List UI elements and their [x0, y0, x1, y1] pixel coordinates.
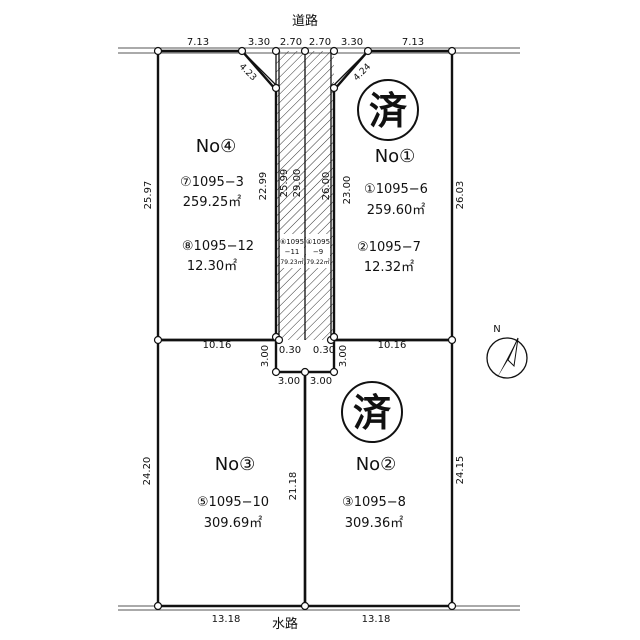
lot-no3-number: ⑤1095−10	[197, 495, 269, 510]
strip-right-label-bg	[306, 234, 330, 268]
dim-top-a: 3.30	[248, 37, 270, 48]
lot-no2-area: 309.36㎡	[345, 516, 404, 531]
dim-bottom-right: 13.18	[362, 614, 391, 625]
dim-center-vertical: 21.18	[288, 472, 299, 501]
lot-no3-area: 309.69㎡	[204, 516, 263, 531]
sold-stamp-no2-circle	[341, 381, 403, 443]
north-arrow-compass: N	[486, 324, 528, 379]
lot-no4-area-2: 12.30㎡	[187, 259, 237, 274]
dim-no1-left: 23.00	[342, 176, 353, 205]
strip-left-lot: ⑥1095	[280, 238, 304, 246]
dim-bottom-strip-right: 3.00	[310, 376, 332, 387]
boundary-post	[447, 335, 457, 345]
dim-no4-left: 25.97	[143, 181, 154, 210]
strip-right-lot-suffix: −9	[313, 248, 323, 256]
boundary-post	[447, 46, 457, 56]
north-label: N	[493, 324, 500, 335]
dim-no1-right: 26.03	[455, 181, 466, 210]
boundary-post	[271, 46, 281, 56]
boundary-posts	[153, 46, 457, 611]
lot-no4-area: 259.25㎡	[183, 195, 242, 210]
lot-no2-title: No②	[356, 454, 397, 475]
lot-no1-title: No①	[375, 146, 416, 167]
lot-no4-title: No④	[196, 136, 237, 157]
dim-strip-l2: 29.00	[292, 169, 303, 198]
boundary-post	[363, 46, 373, 56]
lot-no2-number: ③1095−8	[342, 495, 406, 510]
dim-top-c: 2.70	[309, 37, 331, 48]
corner-cut-right	[330, 50, 369, 89]
boundary-post	[300, 367, 310, 377]
dim-bottom-left: 13.18	[212, 614, 241, 625]
dim-small-left: 0.30	[279, 345, 301, 356]
sold-stamp-no1-circle	[357, 79, 419, 141]
lot-no1-area: 259.60㎡	[367, 203, 426, 218]
boundary-post	[271, 367, 281, 377]
sold-stamp-no1: 済	[369, 89, 408, 133]
boundary-post	[153, 601, 163, 611]
strip-right-area: 79.22㎡	[306, 258, 329, 266]
dim-top-left: 7.13	[187, 37, 209, 48]
waterway-label: 水路	[272, 616, 298, 632]
boundary-post	[274, 335, 284, 345]
boundary-post	[153, 46, 163, 56]
boundary-post	[329, 46, 339, 56]
strip-left-lot-suffix: −11	[285, 248, 300, 256]
boundary-post	[447, 601, 457, 611]
dim-mid-left: 10.16	[203, 340, 232, 351]
boundary-post	[237, 46, 247, 56]
lot-no1-number: ①1095−6	[364, 182, 428, 197]
dim-top-b: 2.70	[280, 37, 302, 48]
dim-strip-l1: 25.99	[279, 169, 290, 198]
lot-no4-number-2: ⑧1095−12	[182, 239, 254, 254]
boundary-post	[329, 83, 339, 93]
boundary-post	[271, 83, 281, 93]
dim-top-right: 7.13	[402, 37, 424, 48]
boundary-post	[329, 332, 339, 342]
boundary-post	[300, 46, 310, 56]
lot-no1-number-2: ②1095−7	[357, 240, 421, 255]
dim-mid-right: 10.16	[378, 340, 407, 351]
dim-top-d: 3.30	[341, 37, 363, 48]
strip-right-lot: ④1095	[306, 238, 330, 246]
boundary-post	[153, 335, 163, 345]
boundary-post	[329, 367, 339, 377]
dim-small-right: 0.30	[313, 345, 335, 356]
dim-small-left-vertical: 3.00	[260, 345, 271, 367]
strip-left-label-bg	[280, 234, 304, 268]
lot-no4-number: ⑦1095−3	[180, 175, 244, 190]
corner-cut-left	[241, 50, 280, 89]
lot-no1-area-2: 12.32㎡	[364, 260, 414, 275]
north-arrow-icon	[497, 338, 518, 378]
lot-no3-title: No③	[215, 454, 256, 475]
road-label: 道路	[292, 13, 318, 29]
boundary-post	[300, 601, 310, 611]
lot-no1-boundary	[332, 49, 454, 342]
dim-bottom-strip-left: 3.00	[278, 376, 300, 387]
dim-small-right-vertical: 3.00	[338, 345, 349, 367]
strip-left-area: 79.23㎡	[280, 258, 303, 266]
sold-stamp-no2: 済	[353, 391, 392, 435]
dim-strip-r1: 26.00	[321, 172, 332, 201]
dim-no2-right: 24.15	[455, 456, 466, 485]
dim-no3-left: 24.20	[142, 457, 153, 486]
dim-no4-right: 22.99	[258, 172, 269, 201]
